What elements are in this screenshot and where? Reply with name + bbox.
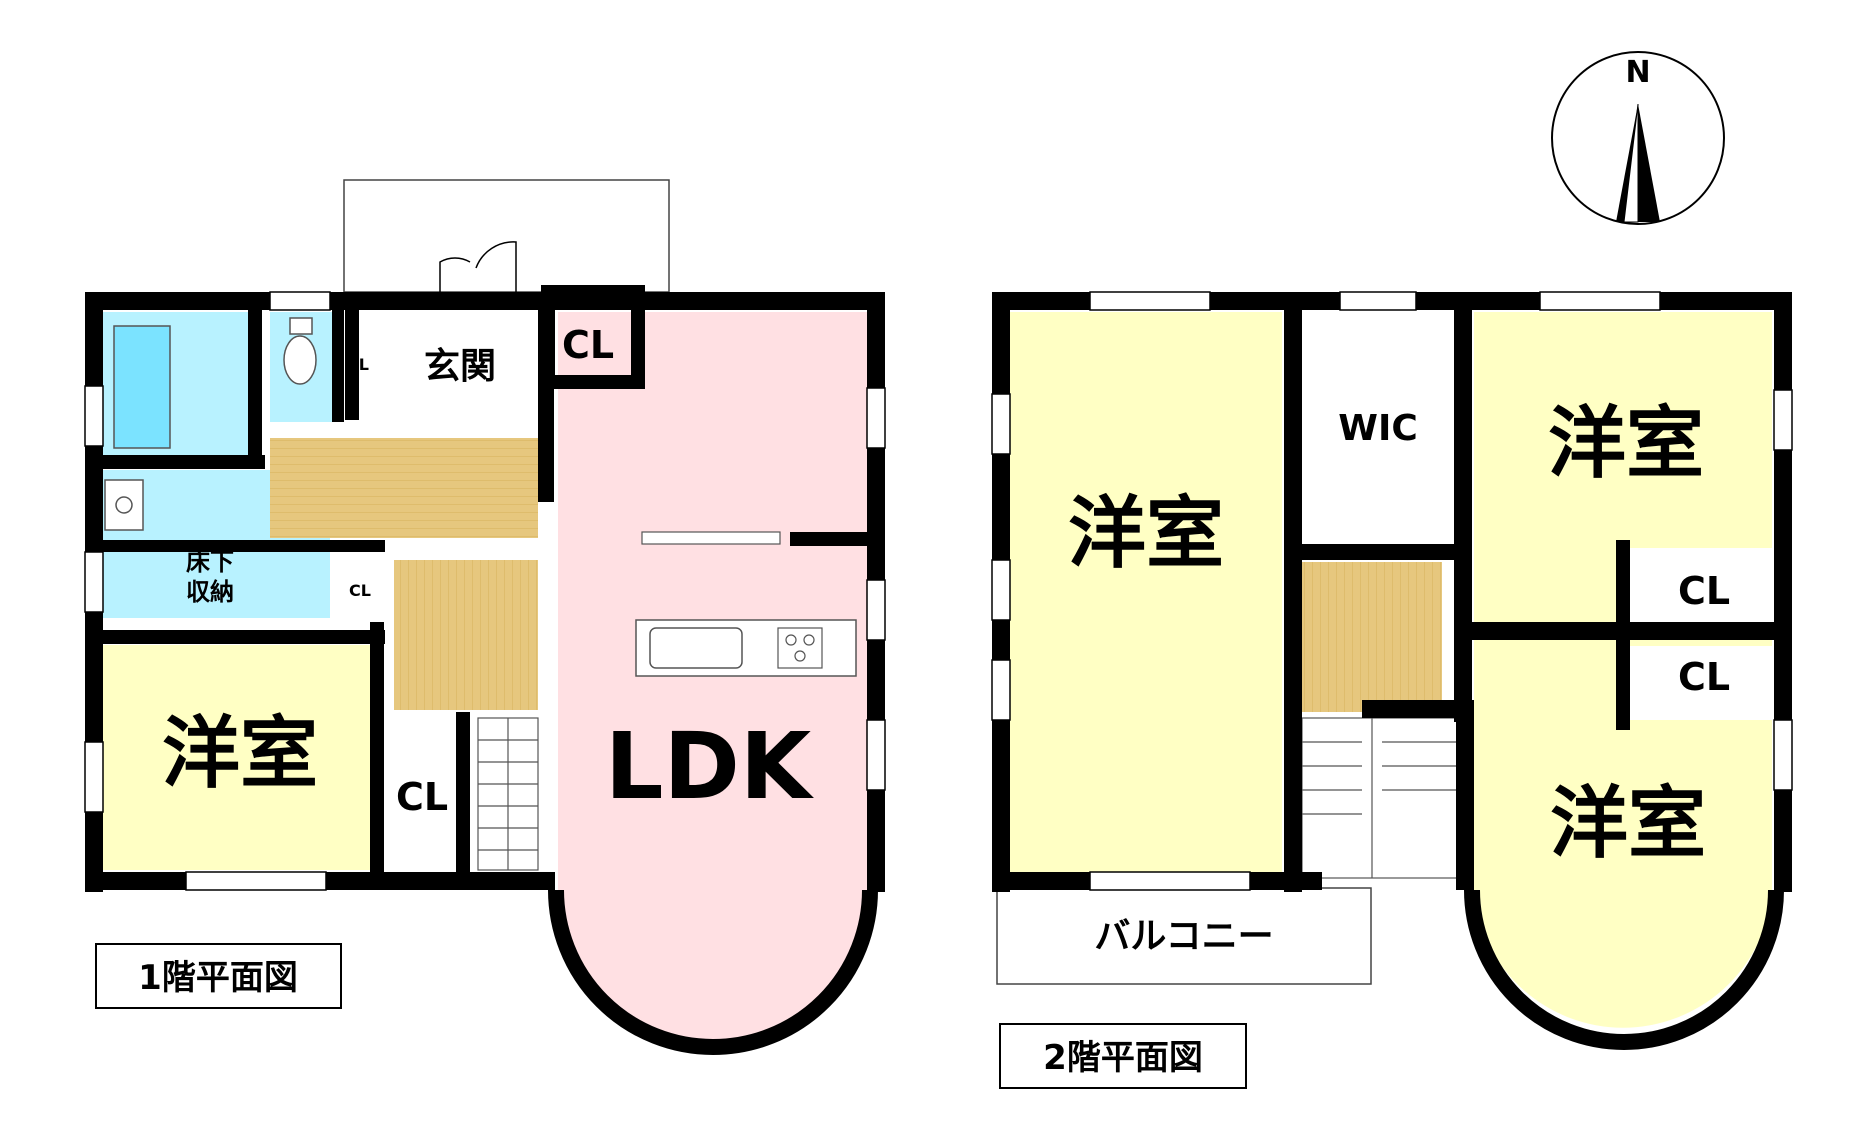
closet-lower-label: CL: [1678, 655, 1730, 699]
floor2-title-box: [999, 1023, 1247, 1089]
western-room-2f-top-right-label: 洋室: [1548, 399, 1704, 489]
bathtub: [113, 325, 171, 449]
underfloor-storage-line1: 床下: [186, 548, 234, 576]
stairs-2f: [1301, 717, 1463, 879]
windows-2f: [991, 291, 1793, 891]
closet-kitchen-label: CL: [562, 323, 614, 367]
wic-room: [1302, 312, 1454, 544]
closet-room-label: CL: [396, 775, 448, 819]
toilet-icon: [283, 335, 317, 385]
western-room-2f-left: [1010, 312, 1282, 872]
hallway-2f: [1302, 562, 1442, 712]
closet-lower: [1630, 646, 1772, 720]
stove-icon: [777, 627, 823, 669]
hallway-1f: [270, 438, 538, 538]
hallway-lower-1f: [394, 560, 538, 710]
closet-upper-label: CL: [1678, 569, 1730, 613]
stairs-1f: [477, 717, 539, 871]
floor1-plan: 玄関 CL CL CL 床下 収納 洋室 CL LDK 1階平面図: [84, 179, 886, 1055]
western-room-2f-bottom-right: [1474, 640, 1772, 1028]
entrance-label: 玄関: [424, 346, 496, 387]
entry-porch: [343, 179, 670, 293]
compass-north-label: N: [1625, 55, 1650, 90]
kitchen-sink-icon: [649, 627, 743, 669]
western-room-2f-bottom-right-label: 洋室: [1550, 779, 1706, 869]
western-room-2f-left-label: 洋室: [1068, 489, 1224, 579]
underfloor-storage-line2: 収納: [186, 578, 234, 606]
floor2-title: 2階平面図: [1043, 1038, 1203, 1078]
closet-small-mid-label: CL: [349, 581, 371, 600]
closet-small-top-label: CL: [347, 355, 369, 374]
balcony: [996, 887, 1372, 985]
western-room-1f: [100, 645, 370, 870]
floor1-title: 1階平面図: [138, 958, 298, 998]
bay-window-1f: [548, 889, 878, 1055]
wic-label: WIC: [1338, 408, 1418, 449]
compass: N: [1551, 51, 1725, 225]
windows-1f: [84, 291, 886, 891]
floor1-title-box: [95, 943, 342, 1009]
balcony-label: バルコニー: [1094, 916, 1273, 957]
ldk-room: [558, 312, 870, 1051]
sink-icon: [104, 479, 144, 531]
closet-upper: [1630, 548, 1772, 624]
bay-window-2f: [1464, 889, 1784, 1050]
western-room-1f-label: 洋室: [162, 709, 318, 799]
floor2-plan: 洋室 WIC 洋室 CL CL 洋室 バルコニー 2階平面図: [991, 291, 1793, 1089]
ldk-label: LDK: [605, 713, 815, 820]
